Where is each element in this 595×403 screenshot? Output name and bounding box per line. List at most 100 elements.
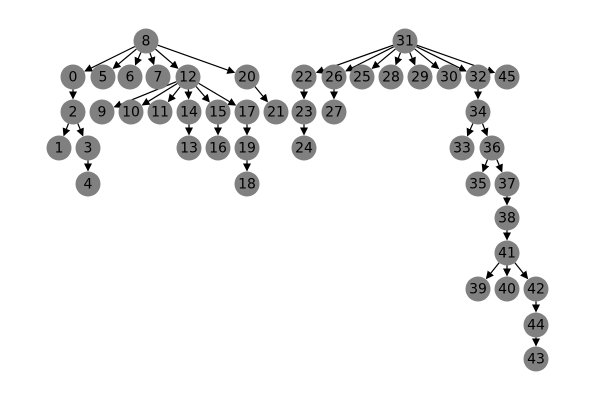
node-circle: [321, 64, 347, 90]
node-circle: [479, 135, 505, 161]
edge-8-7: [147, 52, 156, 66]
node-label: 45: [498, 70, 516, 86]
edge-8-5: [112, 48, 137, 69]
node-28: 28: [378, 64, 404, 90]
node-label: 43: [527, 352, 545, 368]
node-label: 17: [238, 105, 256, 121]
edge-12-10: [141, 83, 178, 106]
node-label: 23: [295, 105, 313, 121]
node-29: 29: [407, 64, 433, 90]
node-circle: [349, 64, 375, 90]
node-label: 13: [180, 141, 198, 157]
node-27: 27: [321, 99, 347, 125]
node-3: 3: [75, 135, 101, 161]
node-1: 1: [46, 135, 72, 161]
node-20: 20: [234, 64, 260, 90]
edge-31-25: [371, 48, 396, 69]
node-label: 2: [69, 105, 78, 121]
node-circle: [205, 135, 231, 161]
node-label: 40: [498, 282, 516, 298]
node-10: 10: [118, 99, 144, 125]
node-circle: [321, 99, 347, 125]
node-label: 6: [126, 70, 135, 86]
node-label: 12: [179, 70, 197, 86]
edge-36-35: [481, 159, 490, 173]
node-32: 32: [465, 64, 491, 90]
node-circle: [60, 99, 86, 125]
node-circle: [523, 346, 549, 372]
node-label: 19: [238, 141, 256, 157]
edge-41-39: [485, 262, 500, 280]
node-43: 43: [523, 346, 549, 372]
node-4: 4: [75, 171, 101, 197]
edge-36-37: [495, 159, 503, 173]
edge-2-1: [62, 123, 71, 137]
node-label: 42: [527, 282, 545, 298]
node-35: 35: [465, 171, 491, 197]
node-31: 31: [392, 28, 418, 54]
edge-8-6: [134, 52, 142, 66]
node-19: 19: [234, 135, 260, 161]
node-label: 10: [122, 105, 140, 121]
node-circle: [60, 64, 86, 90]
node-14: 14: [176, 99, 202, 125]
edge-2-3: [76, 123, 84, 137]
edge-20-21: [254, 86, 269, 103]
node-circle: [263, 99, 289, 125]
node-0: 0: [60, 64, 86, 90]
node-label: 9: [98, 105, 107, 121]
node-label: 21: [267, 105, 285, 121]
node-label: 4: [84, 177, 93, 193]
node-2: 2: [60, 99, 86, 125]
edge-8-0: [84, 45, 136, 72]
node-label: 16: [209, 141, 227, 157]
node-34: 34: [465, 99, 491, 125]
node-circle: [133, 28, 159, 54]
node-label: 29: [411, 70, 429, 86]
node-33: 33: [449, 135, 475, 161]
node-label: 44: [527, 318, 545, 334]
node-circle: [392, 28, 418, 54]
node-circle: [234, 99, 260, 125]
node-label: 1: [55, 141, 64, 157]
node-label: 37: [498, 177, 516, 193]
node-label: 20: [238, 70, 256, 86]
node-label: 24: [295, 141, 313, 157]
node-22: 22: [291, 64, 317, 90]
node-circle: [465, 171, 491, 197]
node-circle: [523, 312, 549, 338]
node-41: 41: [494, 240, 520, 266]
edge-34-33: [466, 123, 474, 137]
node-45: 45: [494, 64, 520, 90]
node-circle: [465, 99, 491, 125]
node-label: 31: [396, 34, 414, 50]
node-circle: [176, 135, 202, 161]
node-label: 36: [483, 141, 501, 157]
node-label: 7: [154, 70, 163, 86]
edge-31-28: [394, 52, 403, 66]
node-circle: [234, 135, 260, 161]
node-label: 26: [325, 70, 343, 86]
node-circle: [494, 276, 520, 302]
node-label: 22: [295, 70, 313, 86]
node-8: 8: [133, 28, 159, 54]
node-circle: [494, 64, 520, 90]
node-circle: [176, 99, 202, 125]
node-16: 16: [205, 135, 231, 161]
node-circle: [234, 64, 260, 90]
node-circle: [175, 64, 201, 90]
node-label: 18: [238, 177, 256, 193]
edge-34-36: [480, 123, 489, 137]
edge-8-20: [157, 44, 236, 74]
node-9: 9: [89, 99, 115, 125]
node-label: 3: [84, 141, 93, 157]
node-label: 28: [382, 70, 400, 86]
node-circle: [291, 135, 317, 161]
node-label: 39: [469, 282, 487, 298]
node-circle: [89, 99, 115, 125]
node-label: 11: [151, 105, 169, 121]
node-label: 27: [325, 105, 343, 121]
node-circle: [494, 171, 520, 197]
